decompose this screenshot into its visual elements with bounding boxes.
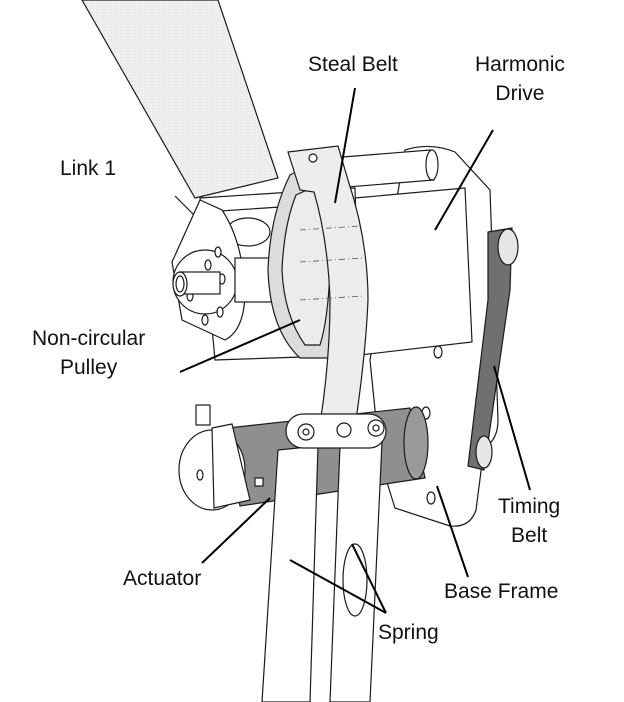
- label-harmonic-drive: Harmonic Drive: [475, 50, 565, 108]
- label-base-frame: Base Frame: [444, 580, 559, 603]
- non-circular-pulley-part: [267, 159, 339, 359]
- leader-actuator: [201, 497, 271, 564]
- label-link-1: Link 1: [60, 157, 117, 180]
- label-timing-belt: Timing Belt: [498, 492, 560, 550]
- label-timing-belt-line2: Belt: [511, 524, 548, 547]
- leader-spring-left: [289, 559, 387, 614]
- leader-steal-belt: [334, 87, 356, 204]
- label-actuator: Actuator: [123, 567, 202, 590]
- label-pulley-line1: Non-circular: [32, 327, 146, 350]
- timing-belt-part: [467, 227, 519, 471]
- label-pulley-line2: Pulley: [60, 356, 118, 379]
- rear-rod: [329, 149, 439, 189]
- leader-non-circular-pulley: [179, 319, 301, 373]
- link-1-part: [81, 0, 279, 227]
- leader-spring-right: [351, 543, 387, 614]
- clevis-bracket: [285, 413, 387, 449]
- label-harmonic-drive-line1: Harmonic: [475, 53, 565, 76]
- spring-part: [261, 441, 383, 702]
- label-harmonic-drive-line2: Drive: [495, 82, 545, 105]
- label-steal-belt: Steal Belt: [308, 53, 398, 76]
- label-non-circular-pulley: Non-circular Pulley: [32, 324, 145, 382]
- leader-base-frame: [436, 485, 469, 578]
- leader-lines: [179, 87, 531, 614]
- leader-timing-belt: [493, 365, 531, 491]
- label-spring: Spring: [378, 621, 439, 644]
- label-timing-belt-line1: Timing: [498, 495, 561, 518]
- leader-harmonic-drive: [434, 129, 494, 231]
